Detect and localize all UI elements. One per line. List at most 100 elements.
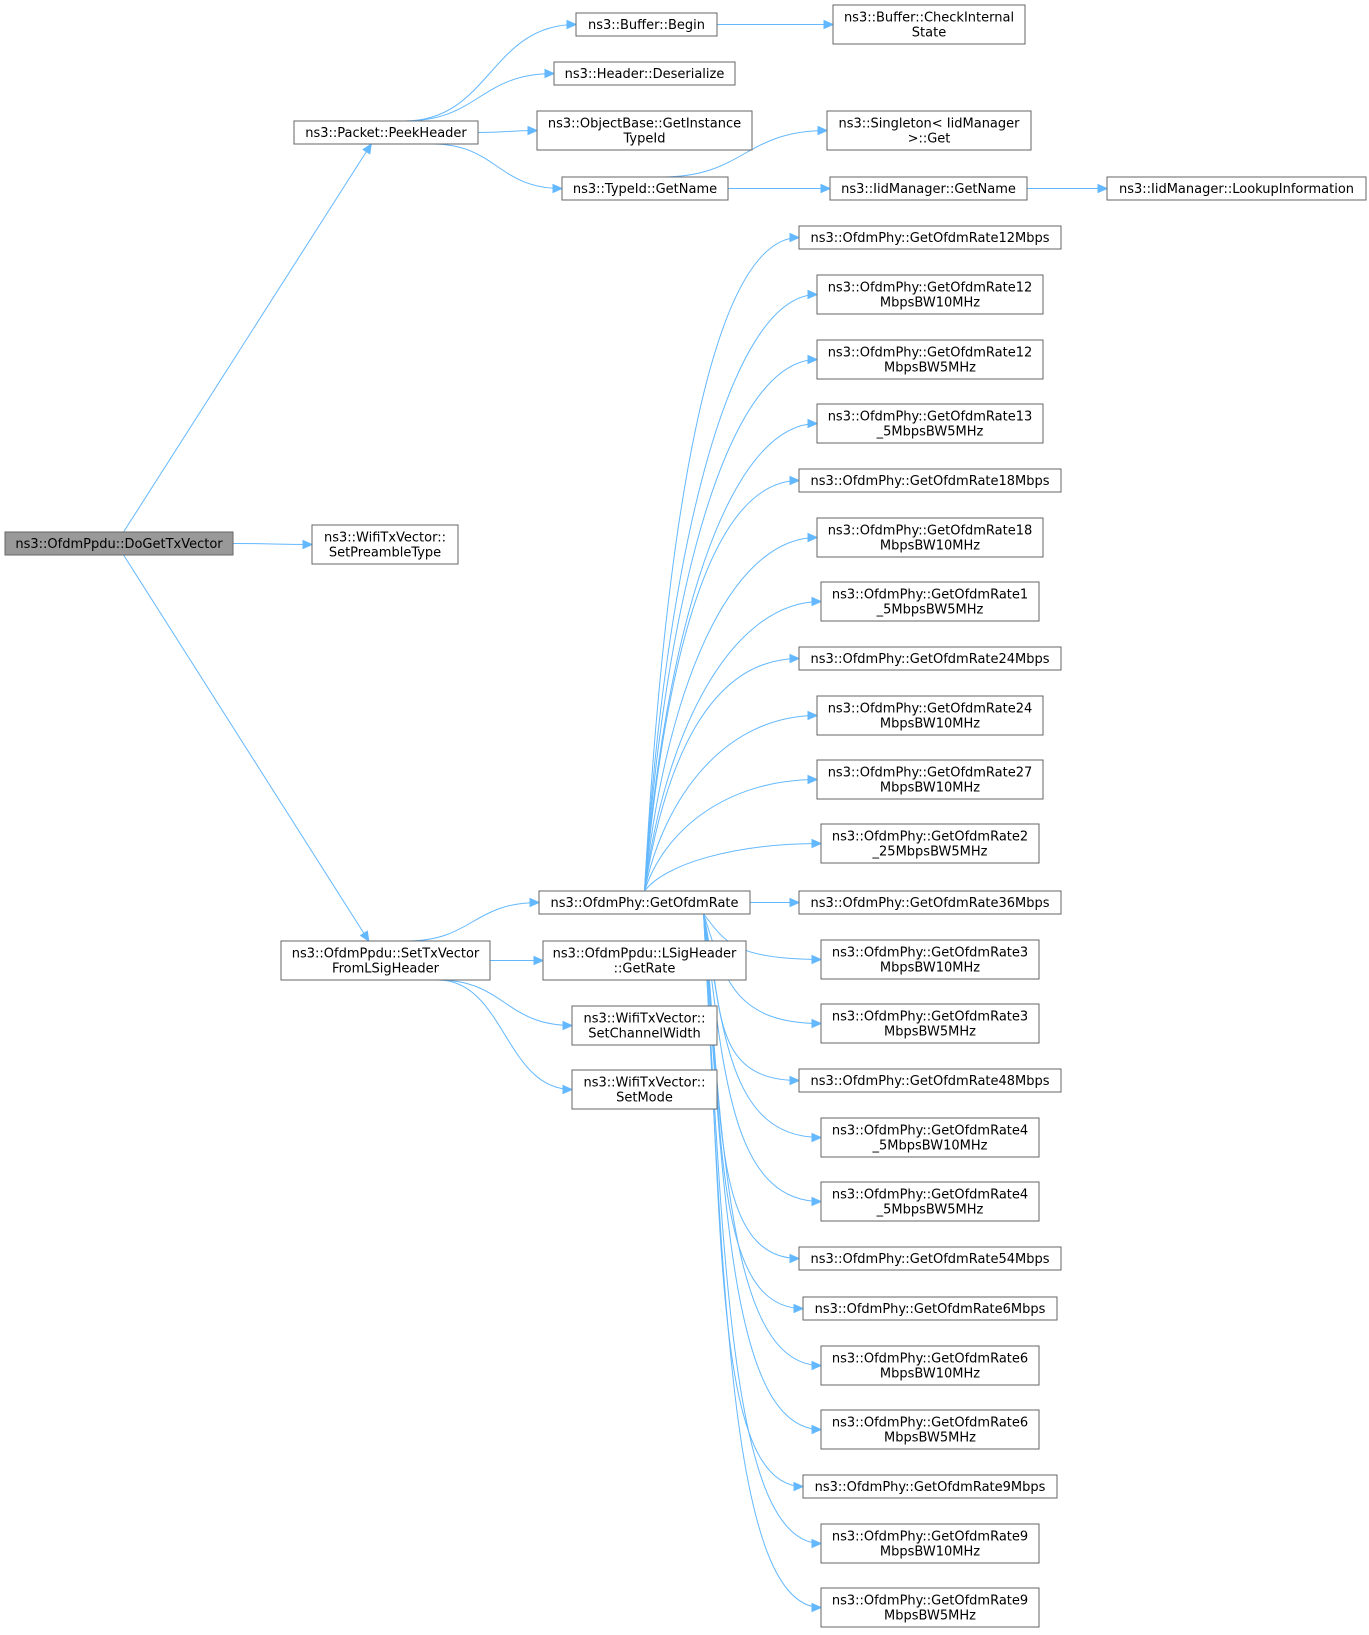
node-setpre[interactable]: ns3::WifiTxVector::SetPreambleType <box>311 524 459 565</box>
arrowhead-settxv-to-getrate <box>529 897 541 908</box>
edge-getrate-to-r12bw5 <box>644 359 818 892</box>
node-label: _5MbpsBW10MHz <box>872 1139 988 1154</box>
node-box <box>802 1474 1058 1499</box>
node-getrate[interactable]: ns3::OfdmPhy::GetOfdmRate <box>538 890 751 915</box>
node-lsig[interactable]: ns3::OfdmPpdu::LSigHeader::GetRate <box>542 940 747 981</box>
node-label: ns3::OfdmPhy::GetOfdmRate6 <box>832 1416 1028 1431</box>
edge-getrate-to-r24bw10 <box>644 715 818 892</box>
node-label: ::GetRate <box>614 962 676 977</box>
edge-getrate-to-r27bw10 <box>644 779 818 892</box>
edge-getrate-to-r18 <box>644 480 800 892</box>
node-box <box>798 1068 1062 1093</box>
node-box <box>575 12 718 37</box>
node-box <box>816 274 1044 315</box>
node-r24[interactable]: ns3::OfdmPhy::GetOfdmRate24Mbps <box>798 646 1062 671</box>
node-label: MbpsBW5MHz <box>884 1025 976 1040</box>
edge-peek-to-bufbegin <box>404 24 577 122</box>
node-label: State <box>912 26 946 41</box>
node-box <box>553 61 736 86</box>
node-box <box>571 1069 718 1110</box>
node-box <box>542 940 747 981</box>
node-label: ns3::Header::Deserialize <box>565 67 725 82</box>
node-r6[interactable]: ns3::OfdmPhy::GetOfdmRate6Mbps <box>802 1296 1058 1321</box>
node-box <box>798 468 1062 493</box>
node-box <box>798 225 1062 250</box>
node-box <box>798 1246 1062 1271</box>
arrowhead-getrate-to-r13_5bw5 <box>807 418 819 429</box>
node-hdrdeser[interactable]: ns3::Header::Deserialize <box>553 61 736 86</box>
node-singleton[interactable]: ns3::Singleton< IidManager>::Get <box>826 110 1032 151</box>
node-box <box>820 1409 1040 1450</box>
node-peek[interactable]: ns3::Packet::PeekHeader <box>293 120 479 145</box>
arrowhead-peek-to-objbase <box>527 125 539 136</box>
node-label: ns3::OfdmPhy::GetOfdmRate9Mbps <box>815 1480 1046 1495</box>
node-label: MbpsBW5MHz <box>884 1609 976 1624</box>
node-box <box>798 646 1062 671</box>
edge-getrate-to-r3bw5 <box>703 913 822 1024</box>
node-r36[interactable]: ns3::OfdmPhy::GetOfdmRate36Mbps <box>798 890 1062 915</box>
node-label: ns3::OfdmPhy::GetOfdmRate3 <box>832 1010 1028 1025</box>
node-label: ns3::OfdmPhy::GetOfdmRate24 <box>828 702 1033 717</box>
arrowhead-bufbegin-to-bufcheck <box>823 19 835 30</box>
node-label: _5MbpsBW5MHz <box>876 425 984 440</box>
node-label: MbpsBW10MHz <box>880 1545 980 1560</box>
arrowhead-getrate-to-r4_5bw5 <box>811 1196 823 1207</box>
node-setchw[interactable]: ns3::WifiTxVector::SetChannelWidth <box>571 1005 718 1046</box>
node-r13_5bw5[interactable]: ns3::OfdmPhy::GetOfdmRate13_5MbpsBW5MHz <box>816 403 1044 444</box>
edge-settxv-to-getrate <box>406 902 540 942</box>
node-label: ns3::OfdmPpdu::SetTxVector <box>292 947 480 962</box>
node-label: ns3::WifiTxVector:: <box>583 1012 705 1027</box>
node-r12[interactable]: ns3::OfdmPhy::GetOfdmRate12Mbps <box>798 225 1062 250</box>
node-root[interactable]: ns3::OfdmPpdu::DoGetTxVector <box>4 531 234 556</box>
node-setmode[interactable]: ns3::WifiTxVector::SetMode <box>571 1069 718 1110</box>
node-label: ns3::OfdmPhy::GetOfdmRate18 <box>828 524 1033 539</box>
node-r1_5bw5[interactable]: ns3::OfdmPhy::GetOfdmRate1_5MbpsBW5MHz <box>820 581 1040 622</box>
node-label: ns3::TypeId::GetName <box>573 182 717 197</box>
node-box <box>4 531 234 556</box>
node-box <box>536 110 753 151</box>
node-r54[interactable]: ns3::OfdmPhy::GetOfdmRate54Mbps <box>798 1246 1062 1271</box>
node-r48[interactable]: ns3::OfdmPhy::GetOfdmRate48Mbps <box>798 1068 1062 1093</box>
arrowhead-settxv-to-setchw <box>562 1020 574 1031</box>
arrowhead-getrate-to-r27bw10 <box>807 774 819 785</box>
node-box <box>820 1523 1040 1564</box>
node-iidlookup[interactable]: ns3::IidManager::LookupInformation <box>1106 176 1367 201</box>
edges-layer <box>123 19 1109 1613</box>
node-box <box>561 176 729 201</box>
node-bufbegin[interactable]: ns3::Buffer::Begin <box>575 12 718 37</box>
node-box <box>820 1003 1040 1044</box>
node-iidname[interactable]: ns3::IidManager::GetName <box>829 176 1028 201</box>
node-box <box>829 176 1028 201</box>
node-r18[interactable]: ns3::OfdmPhy::GetOfdmRate18Mbps <box>798 468 1062 493</box>
node-label: ns3::Buffer::Begin <box>588 18 705 33</box>
node-r4_5bw5[interactable]: ns3::OfdmPhy::GetOfdmRate4_5MbpsBW5MHz <box>820 1181 1040 1222</box>
node-r9[interactable]: ns3::OfdmPhy::GetOfdmRate9Mbps <box>802 1474 1058 1499</box>
node-r2_25bw5[interactable]: ns3::OfdmPhy::GetOfdmRate2_25MbpsBW5MHz <box>820 823 1040 864</box>
node-label: ns3::OfdmPpdu::DoGetTxVector <box>15 537 223 552</box>
node-label: MbpsBW5MHz <box>884 1431 976 1446</box>
node-r4_5bw10[interactable]: ns3::OfdmPhy::GetOfdmRate4_5MbpsBW10MHz <box>820 1117 1040 1158</box>
node-box <box>832 4 1026 45</box>
node-typeidname[interactable]: ns3::TypeId::GetName <box>561 176 729 201</box>
node-box <box>816 403 1044 444</box>
node-box <box>816 695 1044 736</box>
arrowhead-root-to-peek <box>362 142 372 155</box>
arrowhead-getrate-to-r4_5bw10 <box>811 1132 823 1143</box>
node-label: _5MbpsBW5MHz <box>876 1203 984 1218</box>
node-label: MbpsBW5MHz <box>884 361 976 376</box>
arrowhead-getrate-to-r9 <box>793 1481 805 1492</box>
